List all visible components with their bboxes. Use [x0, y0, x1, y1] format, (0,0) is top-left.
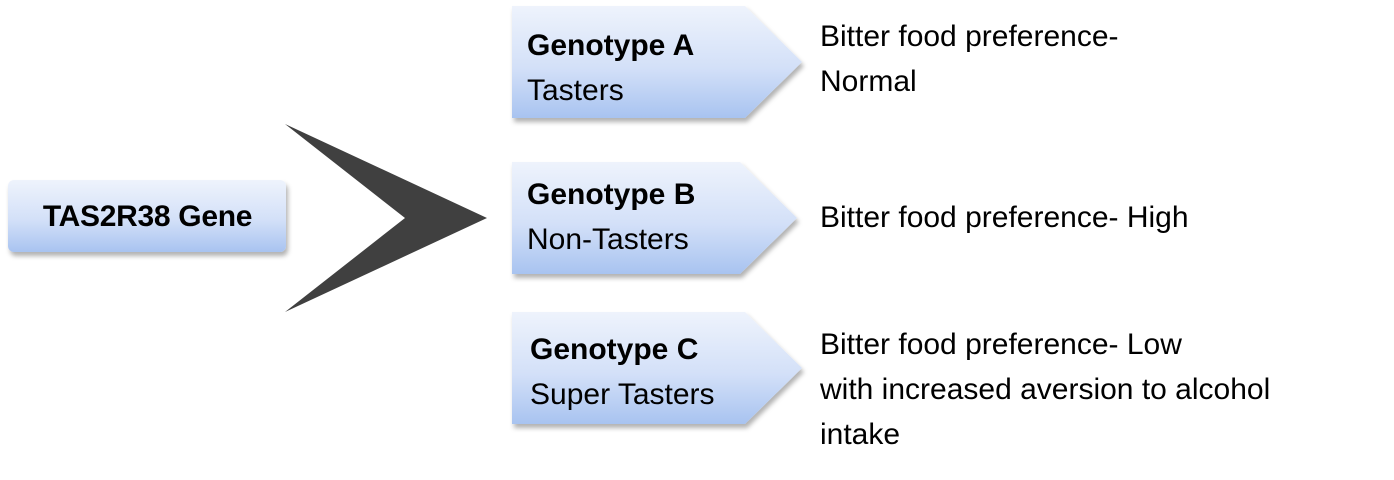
genotype-b-title: Genotype B [527, 178, 696, 211]
outcome-line: Bitter food preference- Low [820, 328, 1182, 361]
genotype-c-box [512, 312, 802, 424]
genotype-c-title: Genotype C [530, 333, 699, 366]
genotype-b-text: Genotype B Non-Tasters [527, 172, 695, 262]
outcome-line: Normal [820, 65, 917, 98]
genotype-b-subtitle: Non-Tasters [527, 223, 689, 256]
genotype-b-box [512, 162, 797, 274]
genotype-a-subtitle: Tasters [527, 74, 624, 107]
outcome-line: with increased aversion to alcohol [820, 373, 1271, 406]
genotype-a-outcome: Bitter food preference- Normal [820, 14, 1119, 104]
gene-label: TAS2R38 Gene [42, 200, 253, 233]
genotype-c-subtitle: Super Tasters [530, 378, 715, 411]
genotype-b-outcome: Bitter food preference- High [820, 195, 1189, 240]
genotype-c-text: Genotype C Super Tasters [530, 327, 715, 417]
genotype-a-title: Genotype A [527, 29, 695, 62]
gene-box [8, 180, 286, 252]
outcome-line: intake [820, 418, 901, 451]
genotype-a-box [512, 6, 802, 118]
chevron-arrow [285, 124, 487, 312]
genotype-c-outcome: Bitter food preference- Low with increas… [820, 322, 1270, 457]
outcome-line: Bitter food preference- High [820, 201, 1189, 234]
genotype-a-text: Genotype A Tasters [527, 23, 694, 113]
outcome-line: Bitter food preference- [820, 20, 1119, 53]
